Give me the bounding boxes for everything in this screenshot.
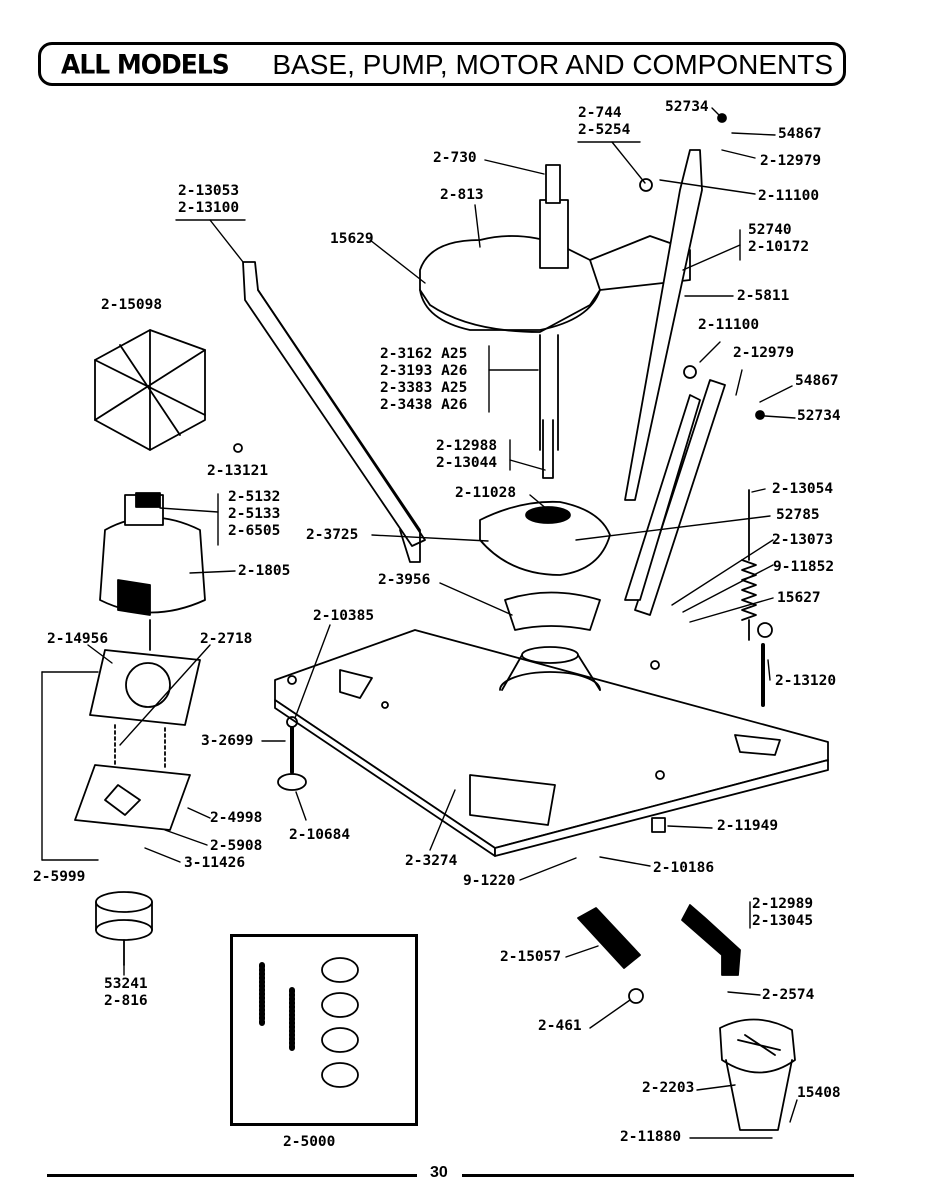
part-number: 2-3383 A25 [380,380,468,396]
part-number: 2-3438 A26 [380,397,468,413]
part-label: 2-15057 [500,949,562,965]
part-label: 52734 [797,408,841,424]
part-label: 2-15098 [101,297,163,313]
part-label: 2-5908 [210,838,263,854]
part-number: 52740 [748,222,792,238]
part-number: 2-3162 A25 [380,346,468,362]
label-2-5132-2-6505: 2-5132 2-5133 2-6505 [228,489,280,540]
support-brackets [242,149,726,616]
label-2-744-2-5254: 2-744 2-5254 [578,105,630,139]
gearcase [419,164,691,479]
part-label: 2-13054 [772,481,834,497]
label-2-13053-2-13100: 2-13053 2-13100 [178,183,239,217]
part-label: 2-10385 [313,608,375,624]
label-2-12988-2-13044: 2-12988 2-13044 [436,438,497,472]
inset-parts [259,957,359,1088]
part-label: 2-5000 [283,1134,336,1150]
base-plate [274,629,829,857]
part-label: 2-2203 [642,1080,695,1096]
part-label: 52734 [665,99,709,115]
footer-rule-left [47,1174,417,1177]
part-label: 9-1220 [463,873,516,889]
part-label: 2-4998 [210,810,263,826]
part-label: 2-11100 [758,188,820,204]
part-label: 2-12979 [733,345,795,361]
part-label: 2-461 [538,1018,582,1034]
part-label: 2-13121 [207,463,269,479]
part-label: 2-2574 [762,987,815,1003]
models-label: ALL MODELS [61,49,230,80]
part-label: 2-3725 [306,527,359,543]
part-label: 54867 [778,126,822,142]
page-number: 30 [430,1164,448,1181]
part-number: 2-5254 [578,122,631,138]
page-header: ALL MODELS BASE, PUMP, MOTOR AND COMPONE… [38,42,846,86]
part-label: 2-11880 [620,1129,682,1145]
part-label: 15627 [777,590,821,606]
part-label: 2-10186 [653,860,715,876]
part-label: 3-2699 [201,733,254,749]
part-label: 2-730 [433,150,477,166]
motor-assembly [99,492,206,651]
part-label: 3-11426 [184,855,246,871]
part-label: 2-3956 [378,572,431,588]
part-label: 2-5811 [737,288,790,304]
part-number: 2-12989 [752,896,814,912]
part-label: 9-11852 [773,559,835,575]
part-label: 2-11100 [698,317,760,333]
label-shaft-parts: 2-3162 A25 2-3193 A26 2-3383 A25 2-3438 … [380,346,467,414]
part-number: 2-12988 [436,438,498,454]
part-number: 2-5133 [228,506,281,522]
part-label: 15629 [330,231,374,247]
part-number: 53241 [104,976,148,992]
part-label: 15408 [797,1085,841,1101]
part-label: 2-5999 [33,869,86,885]
motor-pulley [95,891,153,966]
fasteners [233,113,765,833]
part-number: 2-13053 [178,183,240,199]
part-label: 2-12979 [760,153,822,169]
part-number: 2-816 [104,993,148,1009]
inset-box [230,934,418,1126]
footer-rule-right [462,1174,854,1177]
suspension-springs [741,489,773,707]
part-label: 2-3274 [405,853,458,869]
part-number: 2-744 [578,105,622,121]
motor-mount-plate [74,649,201,831]
part-label: 2-13073 [772,532,834,548]
part-label: 2-11028 [455,485,517,501]
part-label: 2-2718 [200,631,253,647]
page-title: BASE, PUMP, MOTOR AND COMPONENTS [272,49,833,80]
part-label: 2-11949 [717,818,779,834]
label-52740-2-10172: 52740 2-10172 [748,222,809,256]
part-number: 2-5132 [228,489,281,505]
part-label: 2-1805 [238,563,291,579]
part-label: 2-10684 [289,827,351,843]
part-label: 2-813 [440,187,484,203]
capacitor-cover [94,329,206,451]
label-53241-2-816: 53241 2-816 [104,976,148,1010]
part-number: 2-13045 [752,913,814,929]
agitator-hub [479,500,611,631]
part-number: 2-6505 [228,523,281,539]
label-2-12989-2-13045: 2-12989 2-13045 [752,896,813,930]
part-number: 2-13100 [178,200,240,216]
part-label: 2-14956 [47,631,109,647]
part-number: 2-3193 A26 [380,363,468,379]
part-number: 2-10172 [748,239,810,255]
pump-assembly [577,904,796,1131]
part-number: 2-13044 [436,455,498,471]
leader-lines [41,107,798,1139]
part-label: 54867 [795,373,839,389]
part-label: 2-13120 [775,673,837,689]
part-label: 52785 [776,507,820,523]
